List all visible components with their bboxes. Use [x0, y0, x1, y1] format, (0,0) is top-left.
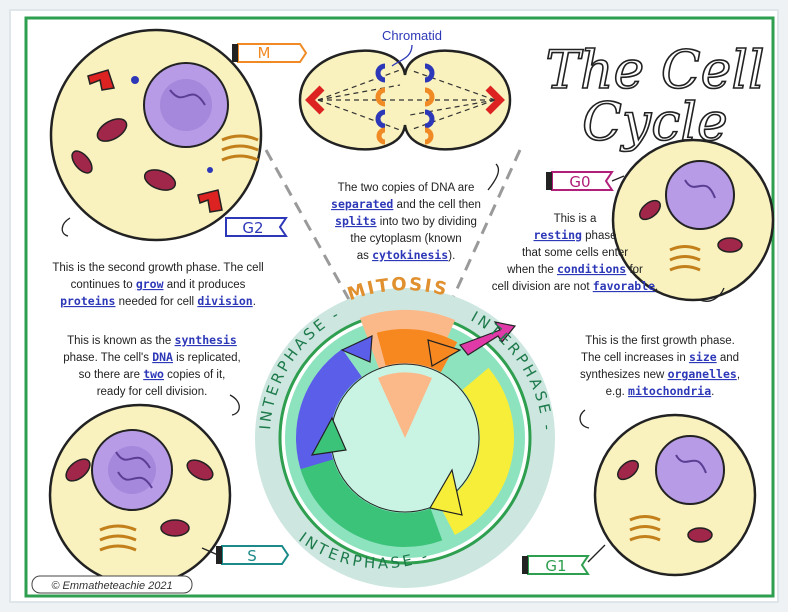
- title-line1: The Cell: [545, 41, 764, 101]
- svg-text:proteins needed for cell divis: proteins needed for cell division.: [60, 294, 256, 308]
- svg-text:splits into two by dividing: splits into two by dividing: [335, 214, 477, 228]
- keyword-proteins: proteins: [60, 294, 115, 308]
- svg-text:This is a: This is a: [554, 213, 597, 225]
- svg-text:so there are two copies of it,: so there are two copies of it,: [79, 367, 226, 381]
- svg-text:when the conditions for: when the conditions for: [506, 262, 643, 276]
- s-label: S: [247, 547, 257, 565]
- g2-label: G2: [242, 219, 263, 237]
- mitosis-text-l1: The two copies of DNA are: [338, 182, 475, 194]
- g0-phase-tag: G0: [546, 172, 612, 191]
- svg-text:separated and the cell then: separated and the cell then: [331, 197, 481, 211]
- keyword-cytokinesis: cytokinesis: [372, 248, 448, 262]
- keyword-separated: separated: [331, 197, 393, 211]
- g0-cell: [613, 140, 773, 300]
- keyword-conditions: conditions: [557, 262, 626, 276]
- svg-text:ready for cell division.: ready for cell division.: [97, 386, 208, 398]
- svg-text:cell division are not favorabl: cell division are not favorable.: [492, 279, 659, 293]
- g2-phase-tag: G2: [226, 218, 286, 237]
- nucleus-icon: [666, 161, 734, 229]
- keyword-splits: splits: [335, 214, 377, 228]
- svg-text:as cytokinesis).: as cytokinesis).: [357, 248, 456, 262]
- keyword-size: size: [689, 350, 717, 364]
- svg-text:resting phase: resting phase: [534, 228, 617, 242]
- chromatid-label: Chromatid: [382, 28, 442, 43]
- keyword-resting: resting: [534, 228, 583, 242]
- keyword-grow: grow: [136, 277, 164, 291]
- svg-text:This is the first growth phase: This is the first growth phase.: [585, 335, 735, 347]
- svg-text:phase. The cell's DNA is repli: phase. The cell's DNA is replicated,: [63, 350, 240, 364]
- g1-label: G1: [545, 557, 566, 575]
- keyword-dna: DNA: [152, 350, 173, 364]
- m-phase-tag: M: [232, 44, 306, 62]
- svg-text:This is known as the synthesis: This is known as the synthesis: [67, 333, 237, 347]
- svg-text:e.g. mitochondria.: e.g. mitochondria.: [606, 384, 715, 398]
- svg-text:The cell increases in size and: The cell increases in size and: [581, 350, 739, 364]
- s-phase-tag: S: [216, 546, 288, 565]
- g1-phase-tag: G1: [522, 556, 588, 575]
- keyword-organelles: organelles: [668, 367, 737, 381]
- nucleus-icon: [656, 436, 724, 504]
- m-label: M: [258, 44, 271, 62]
- g2-description: This is the second growth phase. The cel…: [52, 262, 263, 308]
- keyword-favorable: favorable: [593, 279, 655, 293]
- credit-text: © Emmatheteachie 2021: [51, 580, 172, 592]
- keyword-mitochondria: mitochondria: [628, 384, 711, 398]
- keyword-synthesis: synthesis: [175, 333, 237, 347]
- keyword-two: two: [143, 367, 164, 381]
- g2-cell: [51, 30, 261, 240]
- g0-label: G0: [569, 173, 590, 191]
- svg-text:continues to grow and it produ: continues to grow and it produces: [71, 277, 246, 291]
- s-cell: [50, 405, 230, 585]
- svg-text:the cytoplasm (known: the cytoplasm (known: [350, 233, 461, 245]
- g1-cell: [595, 415, 755, 575]
- svg-text:This is the second growth phas: This is the second growth phase. The cel…: [52, 262, 263, 274]
- svg-text:that some cells enter: that some cells enter: [522, 247, 628, 259]
- keyword-division: division: [197, 294, 252, 308]
- svg-text:synthesizes new organelles,: synthesizes new organelles,: [580, 367, 740, 381]
